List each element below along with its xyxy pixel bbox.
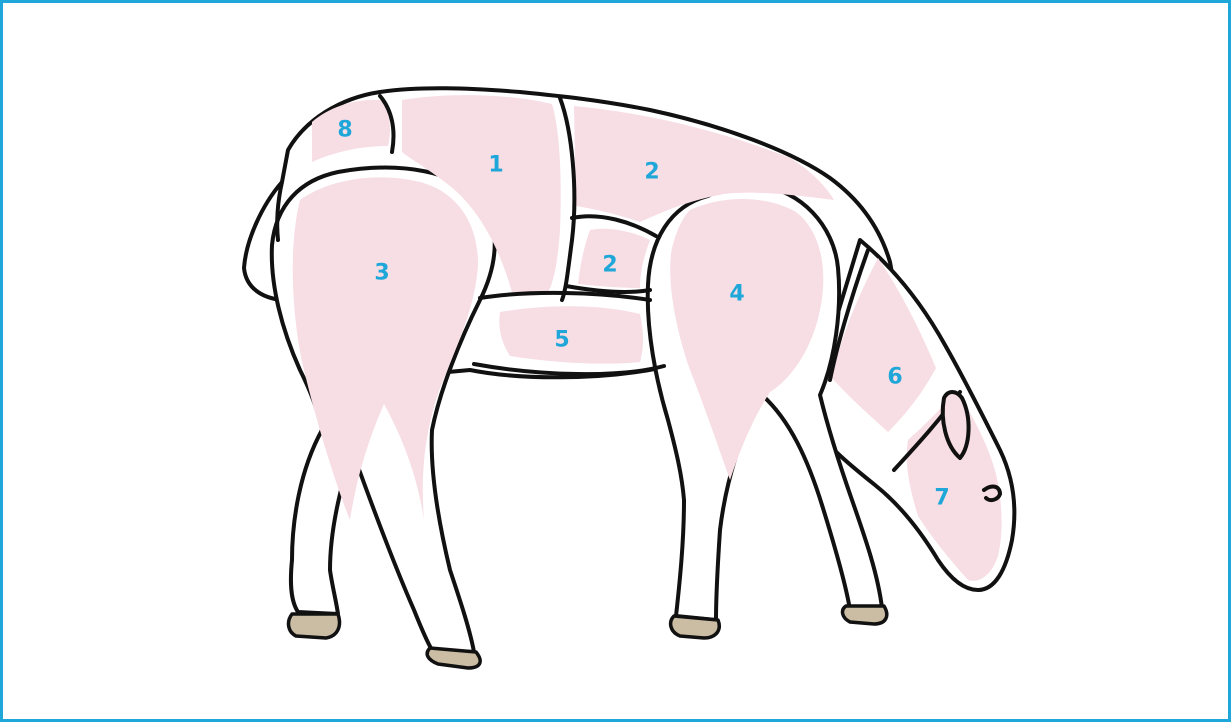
- hoof-rear-right: [427, 648, 480, 668]
- cut-1-label: 1: [488, 153, 503, 178]
- cut-2-lower-label: 2: [602, 253, 617, 278]
- cut-5-label: 5: [554, 328, 569, 353]
- cut-7-label: 7: [934, 486, 949, 511]
- cut-4-label: 4: [729, 282, 744, 307]
- cut-3-label: 3: [374, 261, 389, 286]
- hoof-front-left: [671, 616, 720, 638]
- cut-8-label: 8: [337, 118, 352, 143]
- hoof-rear-left: [289, 614, 340, 638]
- cut-2-upper-label: 2: [644, 160, 659, 185]
- hooves: [289, 606, 887, 668]
- cut-6-label: 6: [887, 365, 902, 390]
- cut-5-fill: [499, 306, 643, 363]
- hoof-front-right: [843, 606, 887, 624]
